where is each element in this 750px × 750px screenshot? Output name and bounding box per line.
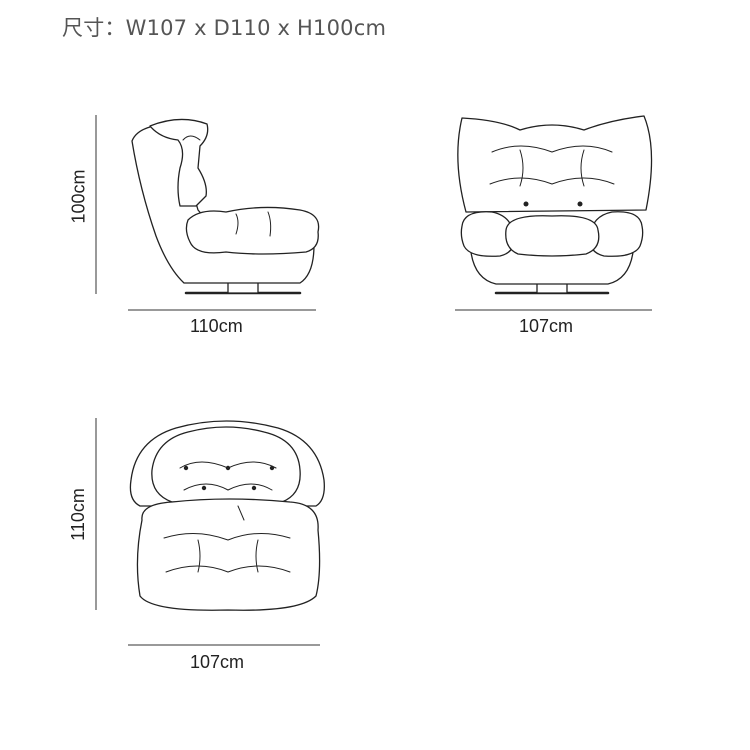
top-view-width-label: 107cm [190, 652, 245, 672]
front-view-width-label: 107cm [519, 316, 574, 336]
side-view-height-label: 100cm [68, 169, 89, 224]
front-view-drawing [455, 115, 653, 311]
top-view-depth-label: 110cm [67, 488, 88, 541]
side-view-drawing [95, 115, 320, 311]
dimensions-title: 尺寸：W107 x D110 x H100cm [62, 16, 387, 40]
top-view-drawing [95, 418, 325, 646]
side-view-width-label: 110cm [190, 316, 243, 336]
